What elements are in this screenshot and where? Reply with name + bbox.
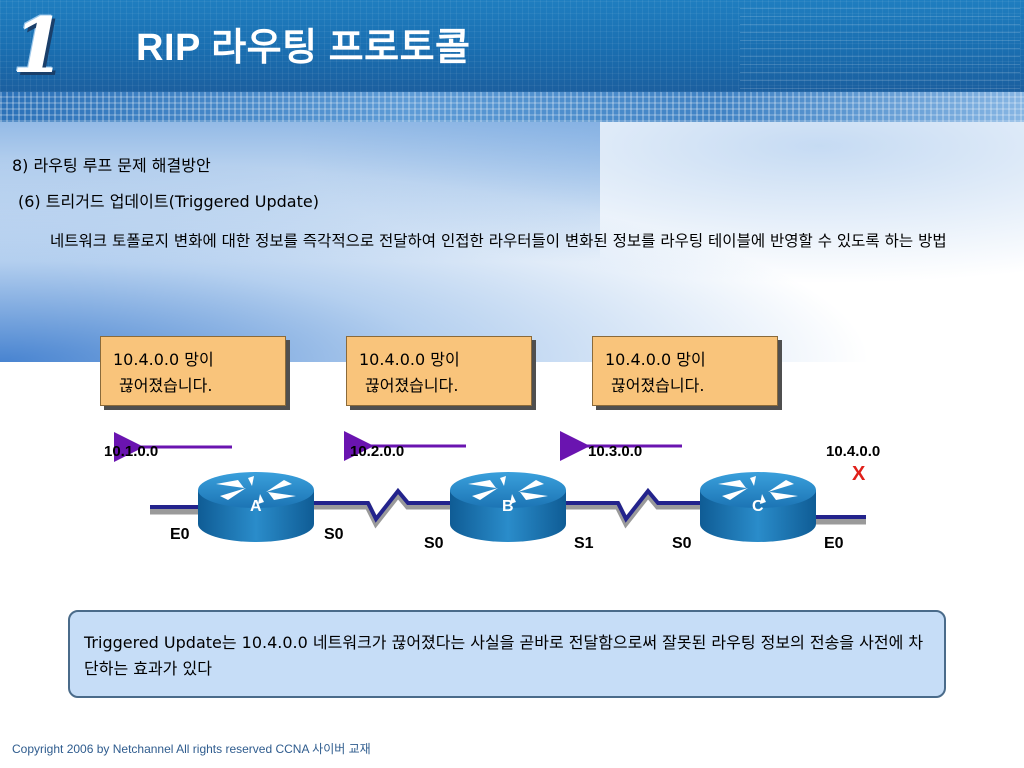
interface-a-s0: S0 xyxy=(324,526,344,543)
interface-b-s1: S1 xyxy=(574,535,594,552)
router-b-icon xyxy=(450,472,566,542)
message-line-1: 10.4.0.0 망이 xyxy=(113,350,214,369)
serial-link-b-c xyxy=(564,487,702,529)
header-pattern xyxy=(0,0,1024,92)
section-heading: 8) 라우팅 루프 문제 해결방안 xyxy=(12,156,211,175)
message-line-2: 끊어졌습니다. xyxy=(611,376,705,395)
message-line-2: 끊어졌습니다. xyxy=(119,376,213,395)
message-box-1: 10.4.0.0 망이 끊어졌습니다. xyxy=(100,336,286,406)
header-bar: 1 RIP 라우팅 프로토콜 xyxy=(0,0,1024,118)
router-a-icon xyxy=(198,472,314,542)
subsection-heading: (6) 트리거드 업데이트(Triggered Update) xyxy=(18,192,319,211)
ethernet-link-c xyxy=(812,515,866,525)
message-box-2: 10.4.0.0 망이 끊어졌습니다. xyxy=(346,336,532,406)
router-c-label: C xyxy=(752,498,764,515)
interface-c-e0: E0 xyxy=(824,535,844,552)
router-a-label: A xyxy=(250,498,262,515)
network-label-4: 10.4.0.0 xyxy=(826,443,881,460)
interface-c-s0: S0 xyxy=(672,535,692,552)
message-line-2: 끊어졌습니다. xyxy=(365,376,459,395)
page-title: RIP 라우팅 프로토콜 xyxy=(136,27,471,69)
network-label-3: 10.3.0.0 xyxy=(588,443,643,460)
network-label-1: 10.1.0.0 xyxy=(104,443,159,460)
network-label-2: 10.2.0.0 xyxy=(350,443,405,460)
description-text: 네트워크 토폴로지 변화에 대한 정보를 즉각적으로 전달하여 인접한 라우터들… xyxy=(50,232,947,250)
summary-note: Triggered Update는 10.4.0.0 네트워크가 끊어졌다는 사… xyxy=(68,610,946,698)
message-line-1: 10.4.0.0 망이 xyxy=(359,350,460,369)
serial-link-a-b xyxy=(312,487,452,529)
chapter-badge: 1 xyxy=(12,1,65,90)
interface-b-s0: S0 xyxy=(424,535,444,552)
band-pattern xyxy=(0,92,1024,122)
router-c-icon xyxy=(700,472,816,542)
copyright-footer: Copyright 2006 by Netchannel All rights … xyxy=(12,742,371,756)
header-band xyxy=(0,92,1024,122)
ethernet-link-a xyxy=(150,505,205,515)
message-line-1: 10.4.0.0 망이 xyxy=(605,350,706,369)
router-b-label: B xyxy=(502,498,514,515)
link-down-icon: X xyxy=(852,463,866,485)
message-box-3: 10.4.0.0 망이 끊어졌습니다. xyxy=(592,336,778,406)
interface-a-e0: E0 xyxy=(170,526,190,543)
background-glow-top xyxy=(0,122,600,262)
